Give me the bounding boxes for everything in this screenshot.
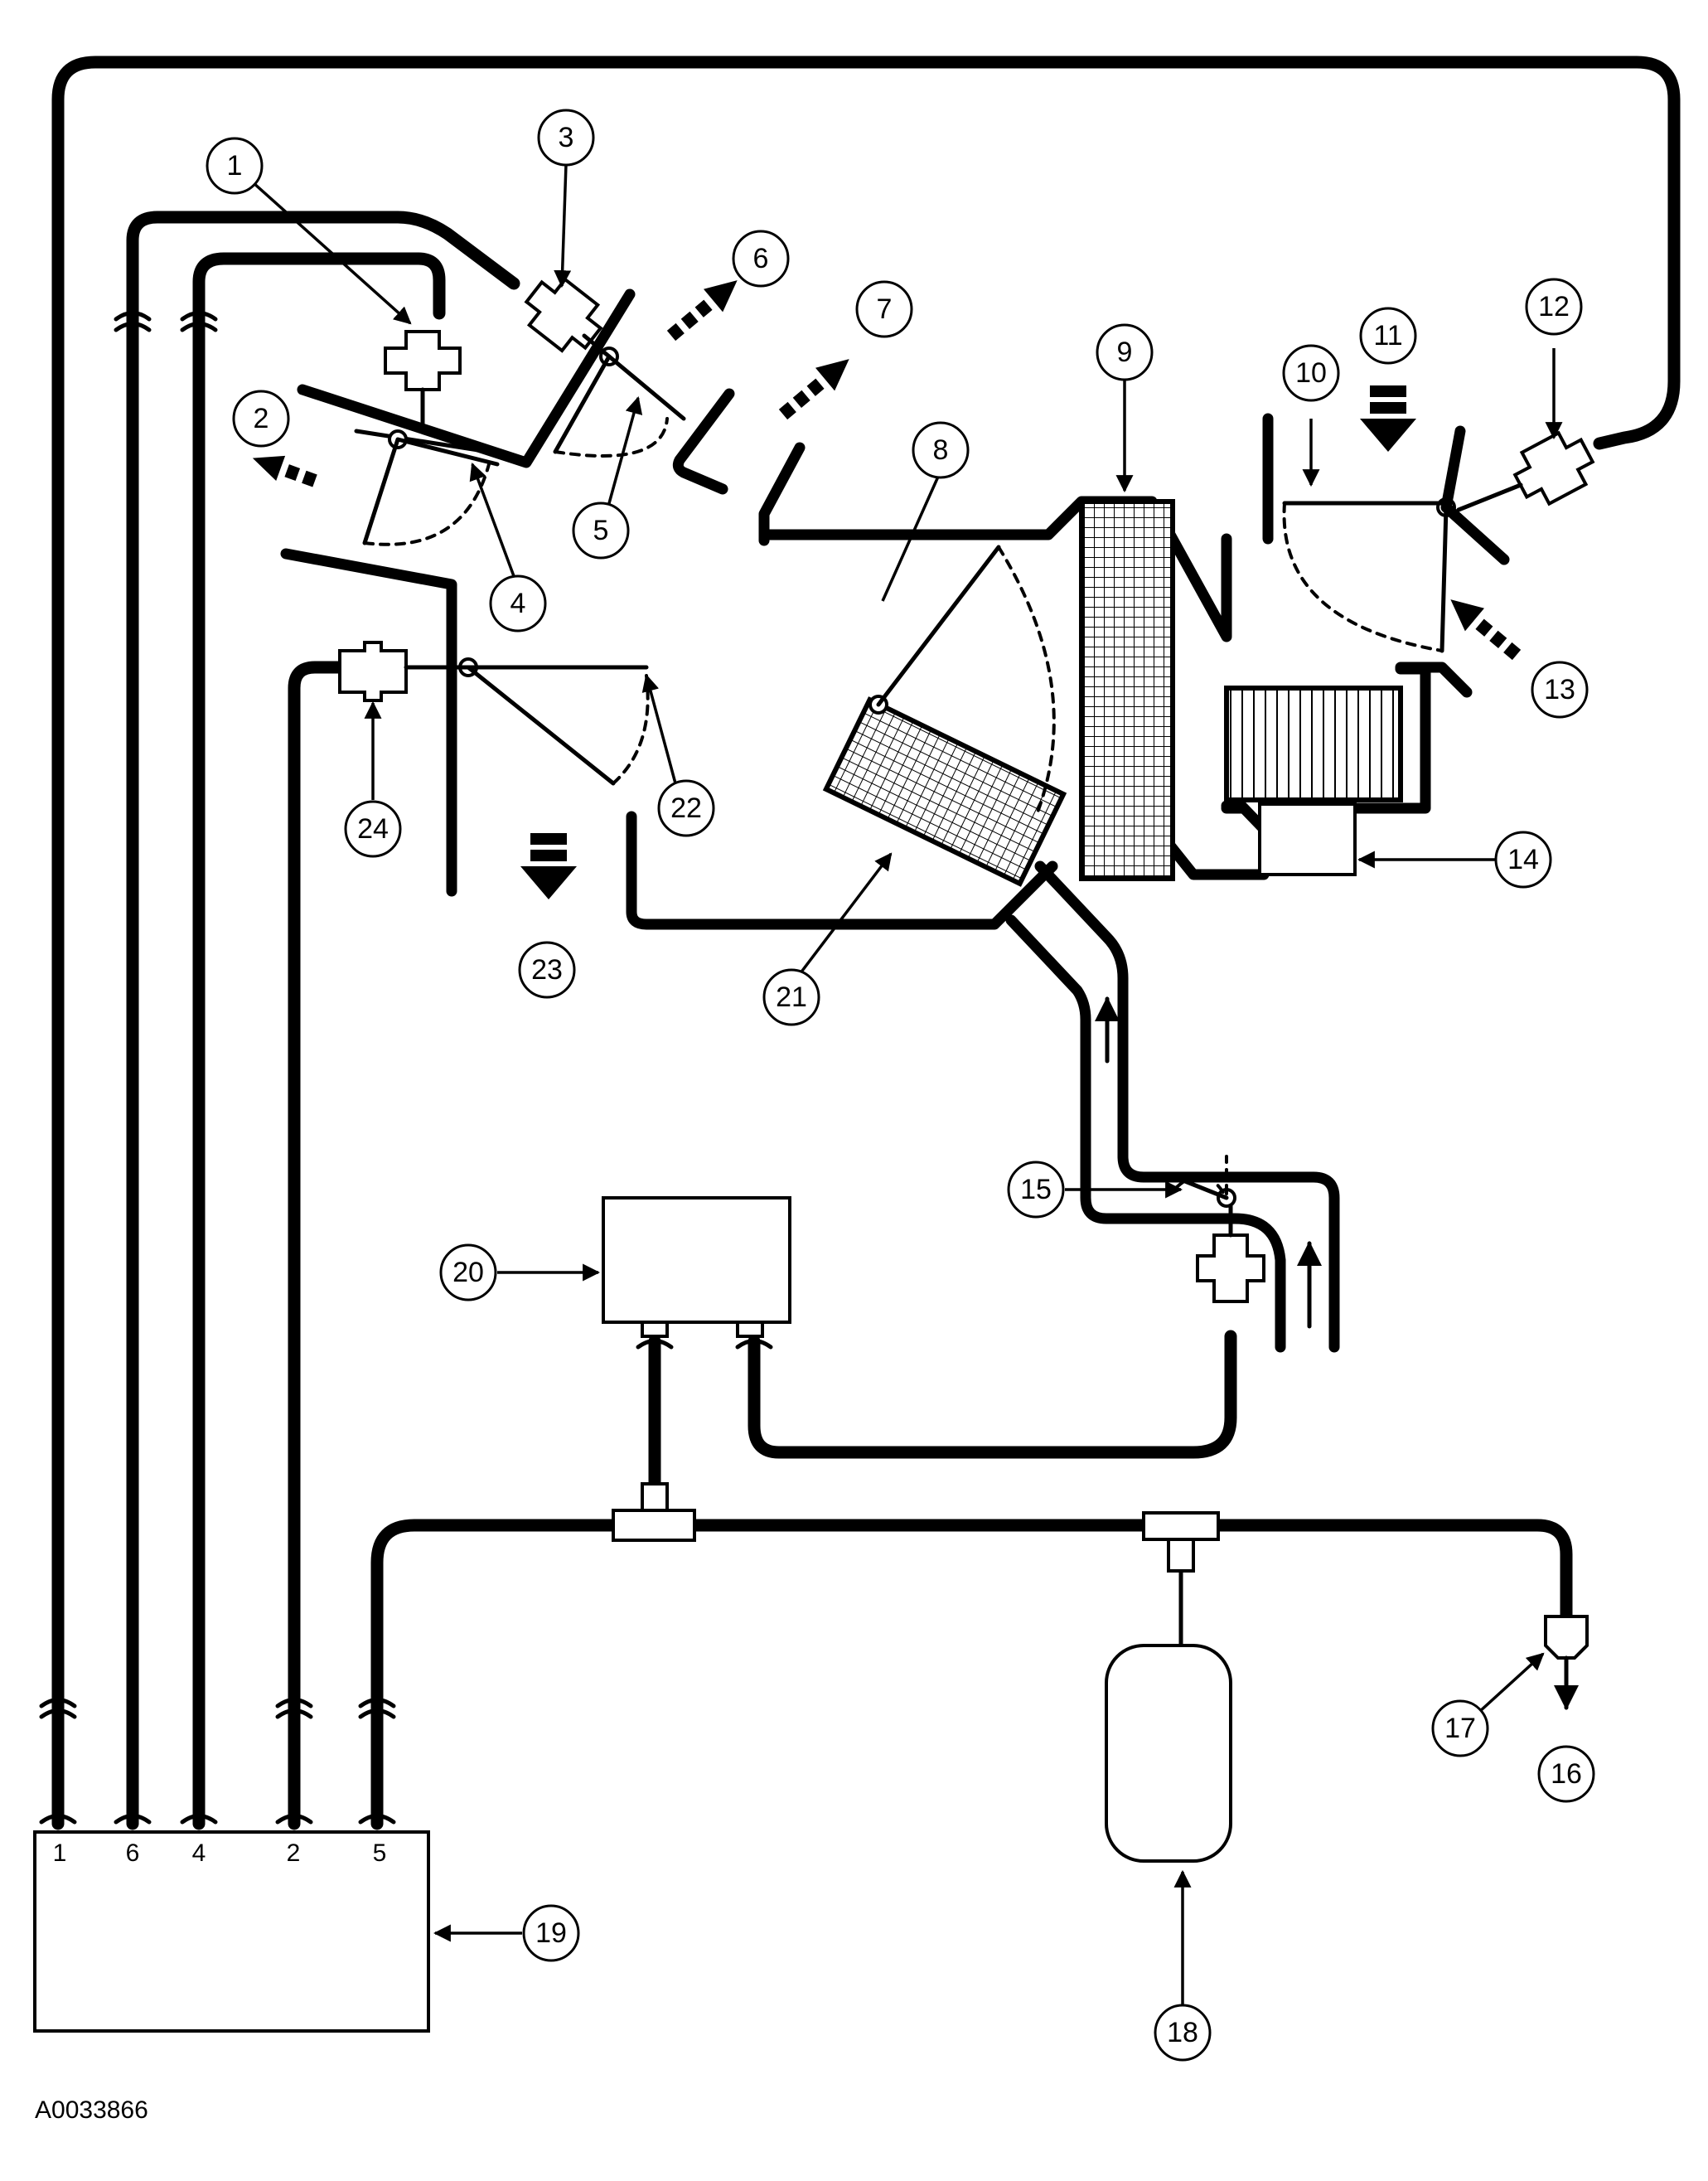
actuator-24 xyxy=(338,641,408,702)
svg-text:15: 15 xyxy=(1020,1174,1052,1205)
control-module-port-left xyxy=(641,1321,669,1338)
svg-text:7: 7 xyxy=(877,293,893,325)
port-label: 5 xyxy=(373,1839,387,1867)
port-label: 1 xyxy=(53,1839,67,1867)
doors xyxy=(337,347,1510,1208)
callout-22: 22 xyxy=(657,779,715,837)
check-valve xyxy=(1544,1615,1589,1660)
tee-fitting-left xyxy=(612,1482,696,1542)
callout-8: 8 xyxy=(912,421,970,479)
hose-port-1 xyxy=(51,56,1681,1830)
hose-port-2 xyxy=(288,661,346,1830)
callout-13: 13 xyxy=(1531,661,1589,719)
svg-text:23: 23 xyxy=(531,954,563,986)
actuator-3 xyxy=(524,277,603,353)
callout-16: 16 xyxy=(1537,1745,1595,1803)
callout-18: 18 xyxy=(1154,2004,1212,2062)
callout-19: 19 xyxy=(522,1904,580,1962)
svg-text:4: 4 xyxy=(510,588,526,619)
svg-text:11: 11 xyxy=(1373,320,1402,351)
callout-21: 21 xyxy=(762,968,820,1026)
svg-text:12: 12 xyxy=(1538,291,1570,322)
svg-text:2: 2 xyxy=(254,403,269,434)
svg-text:6: 6 xyxy=(753,243,769,274)
control-module-port-right xyxy=(736,1321,764,1338)
vacuum-reservoir xyxy=(1105,1644,1232,1863)
svg-text:22: 22 xyxy=(670,792,702,824)
callout-10: 10 xyxy=(1282,344,1340,402)
callout-6: 6 xyxy=(732,230,790,288)
actuator-15 xyxy=(1196,1233,1265,1303)
svg-text:9: 9 xyxy=(1117,337,1133,368)
heater-core xyxy=(822,696,1067,887)
callout-2: 2 xyxy=(232,390,290,448)
svg-text:24: 24 xyxy=(357,813,389,845)
evaporator-core xyxy=(1079,499,1175,881)
vacuum-hoses xyxy=(51,56,1681,1830)
svg-text:16: 16 xyxy=(1551,1758,1582,1790)
svg-text:21: 21 xyxy=(776,981,807,1013)
svg-text:10: 10 xyxy=(1295,357,1327,389)
svg-text:1: 1 xyxy=(227,150,243,182)
hose-port-4 xyxy=(192,252,446,1830)
callout-17: 17 xyxy=(1431,1699,1489,1757)
callout-20: 20 xyxy=(439,1243,497,1301)
hose-module-to-actuator-15 xyxy=(748,1330,1237,1459)
svg-text:8: 8 xyxy=(933,434,949,466)
actuator-12 xyxy=(1512,430,1595,506)
airflow-arrows xyxy=(252,280,1522,1329)
callout-11: 11 xyxy=(1359,307,1417,365)
svg-text:13: 13 xyxy=(1544,674,1575,705)
blower-motor xyxy=(1258,802,1357,876)
callouts: 1 2 3 4 5 6 7 8 9 10 11 12 13 14 15 16 1… xyxy=(206,109,1595,2062)
svg-text:20: 20 xyxy=(452,1257,484,1288)
callout-12: 12 xyxy=(1525,278,1583,336)
callout-1: 1 xyxy=(206,137,264,195)
port-label: 4 xyxy=(192,1839,206,1867)
callout-5: 5 xyxy=(572,502,630,560)
control-module xyxy=(602,1196,791,1324)
svg-text:14: 14 xyxy=(1507,844,1539,875)
switch-port-labels: 1 6 4 2 5 xyxy=(53,1839,387,1867)
reference-code: A0033866 xyxy=(35,2096,148,2124)
hose-port-6 xyxy=(126,211,520,1830)
callout-4: 4 xyxy=(489,574,547,632)
callout-3: 3 xyxy=(537,109,595,167)
tee-fitting-right xyxy=(1142,1511,1220,1573)
vacuum-selector-switch xyxy=(33,1830,430,2033)
callout-23: 23 xyxy=(518,941,576,999)
vacuum-actuators xyxy=(338,277,1595,1303)
callout-24: 24 xyxy=(344,800,402,858)
svg-text:17: 17 xyxy=(1444,1713,1476,1744)
svg-text:3: 3 xyxy=(559,122,574,153)
callout-7: 7 xyxy=(855,280,913,338)
callout-14: 14 xyxy=(1494,831,1552,889)
callout-9: 9 xyxy=(1096,323,1154,381)
svg-text:18: 18 xyxy=(1167,2017,1198,2048)
blower-wheel xyxy=(1224,686,1403,802)
leader-lines xyxy=(251,163,1563,2006)
svg-text:5: 5 xyxy=(593,515,609,546)
port-label: 2 xyxy=(287,1839,301,1867)
hose-connectors xyxy=(39,311,773,1825)
actuator-1 xyxy=(384,330,462,391)
svg-text:19: 19 xyxy=(535,1917,567,1949)
port-label: 6 xyxy=(126,1839,140,1867)
callout-15: 15 xyxy=(1007,1161,1065,1219)
hose-port-5 xyxy=(370,1519,1573,1830)
